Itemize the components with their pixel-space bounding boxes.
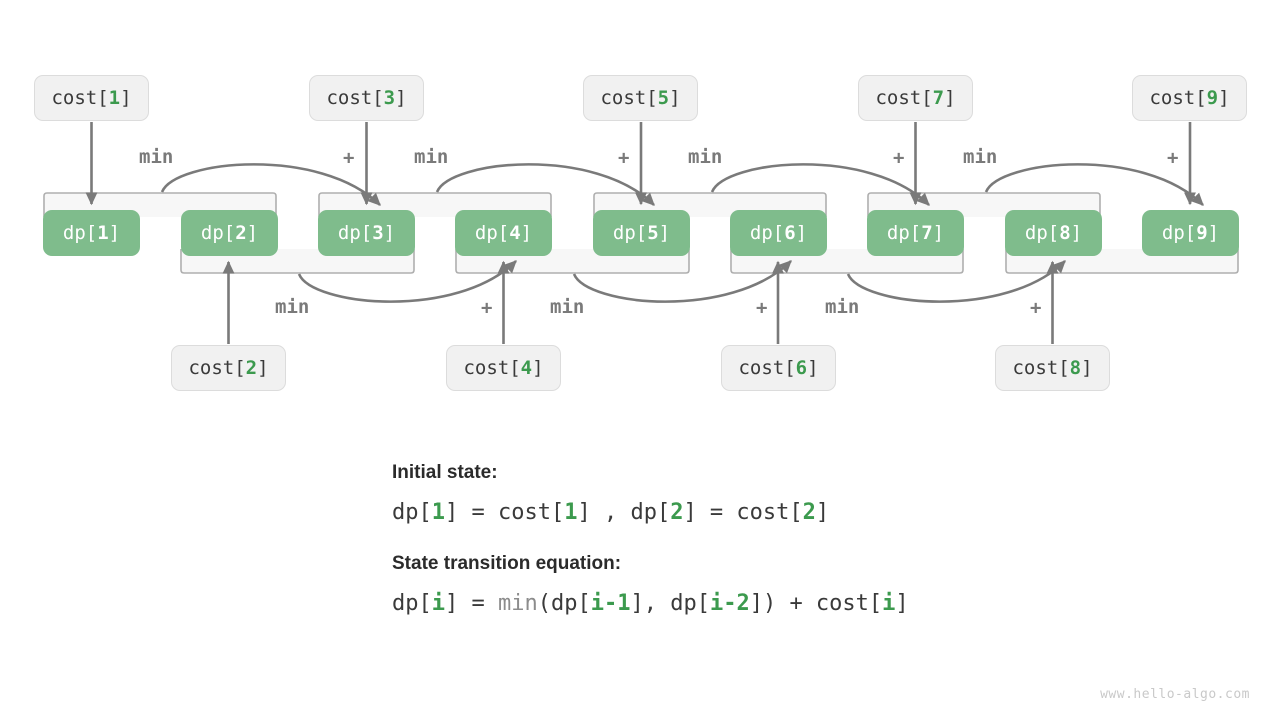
bracket-bot-1-outline — [180, 249, 415, 274]
op-label-bot-plus-3: + — [1030, 297, 1042, 319]
dp-box-8: dp[8] — [1005, 210, 1102, 256]
cost-arrows-top — [85, 122, 1196, 206]
min-curve-top-3 — [710, 163, 930, 206]
op-label-bot-min-1: min — [275, 296, 310, 318]
op-label-top-min-2: min — [414, 146, 449, 168]
cost-box-5: cost[5] — [583, 75, 698, 121]
dp-box-2: dp[2] — [181, 210, 278, 256]
min-curve-top-2 — [435, 163, 655, 206]
op-label-bot-min-2: min — [550, 296, 585, 318]
cost-box-7: cost[7] — [858, 75, 973, 121]
cost-box-4: cost[4] — [446, 345, 561, 391]
bracket-bot-2-outline — [455, 249, 690, 274]
op-label-top-min-4: min — [963, 146, 998, 168]
bracket-top-1-outline — [43, 192, 277, 217]
cost-label-1: cost[1] — [51, 87, 132, 109]
cost-box-8: cost[8] — [995, 345, 1110, 391]
bracket-bot-4-outline — [1005, 249, 1239, 274]
dp-label-9: dp[9] — [1161, 222, 1220, 244]
cost-label-4: cost[4] — [463, 357, 544, 379]
min-curve-bot-2 — [572, 260, 792, 303]
op-label-bot-plus-2: + — [756, 297, 768, 319]
cost-arrows-bottom — [222, 260, 1059, 344]
dp-label-3: dp[3] — [337, 222, 396, 244]
transition-heading: State transition equation: — [392, 553, 622, 574]
cost-label-2: cost[2] — [188, 357, 269, 379]
cost-box-2: cost[2] — [171, 345, 286, 391]
transition-formula: dp[i] = min(dp[i-1], dp[i-2]) + cost[i] — [392, 591, 909, 616]
op-label-bot-min-3: min — [825, 296, 860, 318]
dp-label-5: dp[5] — [612, 222, 671, 244]
dp-box-9: dp[9] — [1142, 210, 1239, 256]
min-curve-bot-1 — [297, 260, 517, 303]
cost-label-8: cost[8] — [1012, 357, 1093, 379]
bracket-top-3-outline — [593, 192, 827, 217]
initial-state-heading: Initial state: — [392, 462, 498, 483]
dp-box-4: dp[4] — [455, 210, 552, 256]
dp-label-4: dp[4] — [474, 222, 533, 244]
min-curves-top — [160, 163, 1204, 206]
min-curve-bot-3 — [846, 260, 1066, 303]
dp-box-6: dp[6] — [730, 210, 827, 256]
dp-box-3: dp[3] — [318, 210, 415, 256]
min-curve-top-4 — [984, 163, 1204, 206]
dp-box-1: dp[1] — [43, 210, 140, 256]
min-curves-bottom — [297, 260, 1066, 303]
bracket-top-2-outline — [318, 192, 552, 217]
cost-box-1: cost[1] — [34, 75, 149, 121]
cost-box-9: cost[9] — [1132, 75, 1247, 121]
explanation-block: Initial state: dp[1] = cost[1] , dp[2] =… — [392, 462, 1112, 644]
cost-label-9: cost[9] — [1149, 87, 1230, 109]
op-label-top-plus-2: + — [618, 147, 630, 169]
cost-label-5: cost[5] — [600, 87, 681, 109]
min-curve-top-1 — [160, 163, 381, 206]
dp-box-5: dp[5] — [593, 210, 690, 256]
op-label-top-plus-1: + — [343, 147, 355, 169]
watermark: www.hello-algo.com — [1100, 687, 1250, 702]
dp-box-7: dp[7] — [867, 210, 964, 256]
bracket-top-4-outline — [867, 192, 1101, 217]
cost-label-7: cost[7] — [875, 87, 956, 109]
op-label-top-plus-3: + — [893, 147, 905, 169]
op-label-bot-plus-1: + — [481, 297, 493, 319]
op-label-top-min-1: min — [139, 146, 174, 168]
dp-label-6: dp[6] — [749, 222, 808, 244]
dp-label-7: dp[7] — [886, 222, 945, 244]
cost-label-6: cost[6] — [738, 357, 819, 379]
cost-box-6: cost[6] — [721, 345, 836, 391]
dp-label-2: dp[2] — [200, 222, 259, 244]
op-label-top-plus-4: + — [1167, 147, 1179, 169]
cost-box-3: cost[3] — [309, 75, 424, 121]
bracket-bot-3-outline — [730, 249, 964, 274]
dp-label-8: dp[8] — [1024, 222, 1083, 244]
op-label-top-min-3: min — [688, 146, 723, 168]
dp-label-1: dp[1] — [62, 222, 121, 244]
initial-state-formula: dp[1] = cost[1] , dp[2] = cost[2] — [392, 500, 830, 525]
cost-label-3: cost[3] — [326, 87, 407, 109]
